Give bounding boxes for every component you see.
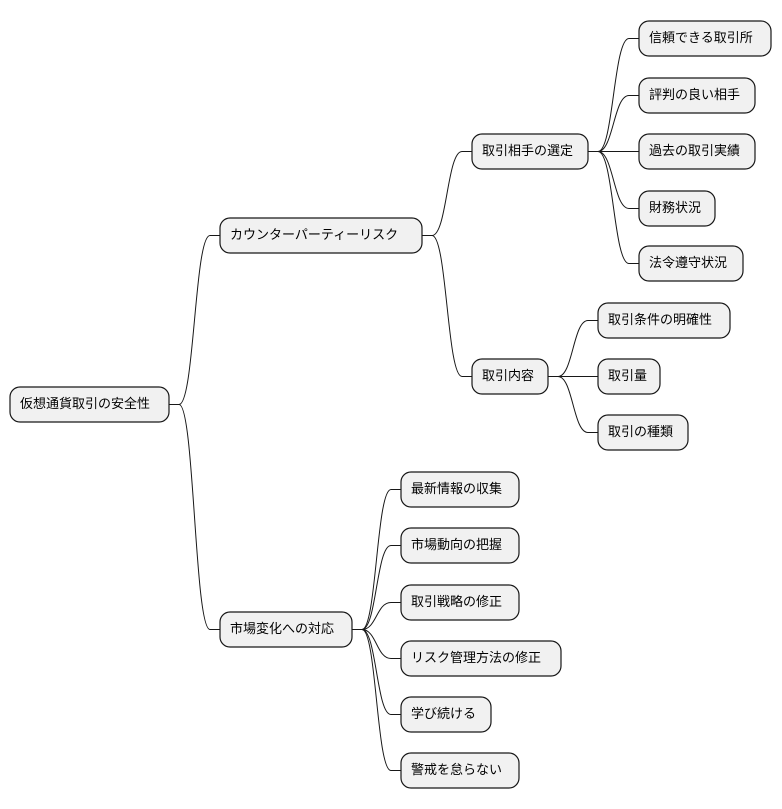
- node-reputable-partner: 評判の良い相手: [638, 77, 756, 114]
- node-label: 最新情報の収集: [411, 481, 502, 497]
- node-label: 財務状況: [649, 201, 701, 216]
- connector-line: [352, 545, 401, 630]
- connector-line: [588, 95, 639, 152]
- node-risk-method-revision: リスク管理方法の修正: [400, 640, 562, 677]
- connector-line: [588, 151, 639, 264]
- node-label: 過去の取引実績: [649, 143, 740, 159]
- node-latest-info: 最新情報の収集: [400, 471, 520, 508]
- node-keep-learning: 学び続ける: [400, 696, 492, 733]
- node-label: 取引の種類: [608, 424, 673, 440]
- node-strategy-revision: 取引戦略の修正: [400, 584, 520, 621]
- connector-line: [422, 235, 472, 377]
- node-trade-type: 取引の種類: [597, 414, 689, 451]
- node-label: 市場動向の把握: [411, 537, 502, 553]
- node-reliable-exchange: 信頼できる取引所: [638, 20, 772, 57]
- node-trade-content: 取引内容: [471, 358, 549, 395]
- connector-line: [169, 235, 220, 405]
- node-label: リスク管理方法の修正: [411, 650, 541, 666]
- node-label: 取引量: [608, 369, 647, 384]
- node-label: カウンターパーティーリスク: [230, 228, 398, 243]
- node-label: 警戒を怠らない: [411, 762, 502, 778]
- node-stay-vigilant: 警戒を怠らない: [400, 752, 520, 789]
- connector-line: [169, 404, 220, 630]
- connector-line: [588, 38, 639, 152]
- connector-line: [352, 602, 401, 630]
- node-label: 法令遵守状況: [649, 255, 727, 271]
- node-compliance: 法令遵守状況: [638, 245, 744, 282]
- node-label: 取引戦略の修正: [411, 594, 502, 610]
- connector-line: [352, 629, 401, 771]
- node-label: 取引条件の明確性: [608, 312, 712, 328]
- node-trade-volume: 取引量: [597, 358, 661, 395]
- connector-line: [548, 376, 598, 433]
- node-label: 取引相手の選定: [482, 144, 573, 159]
- node-label: 信頼できる取引所: [649, 31, 753, 46]
- node-label: 市場変化への対応: [230, 621, 334, 637]
- connector-lines: [169, 38, 639, 771]
- root-node: 仮想通貨取引の安全性: [9, 386, 170, 423]
- node-financial-status: 財務状況: [638, 190, 716, 227]
- node-counterparty-risk: カウンターパーティーリスク: [219, 217, 423, 254]
- node-label: 取引内容: [482, 368, 534, 384]
- node-past-trades: 過去の取引実績: [638, 133, 756, 170]
- connector-line: [548, 320, 598, 377]
- node-market-trends: 市場動向の把握: [400, 527, 520, 564]
- root-label: 仮想通貨取引の安全性: [20, 396, 150, 412]
- connector-line: [352, 629, 401, 659]
- node-clear-terms: 取引条件の明確性: [597, 302, 731, 339]
- node-label: 学び続ける: [411, 706, 476, 722]
- node-market-change: 市場変化への対応: [219, 611, 353, 648]
- connector-line: [588, 151, 639, 209]
- node-partner-selection: 取引相手の選定: [471, 133, 589, 170]
- connector-line: [422, 151, 472, 236]
- node-label: 評判の良い相手: [649, 87, 740, 103]
- connector-line: [352, 489, 401, 630]
